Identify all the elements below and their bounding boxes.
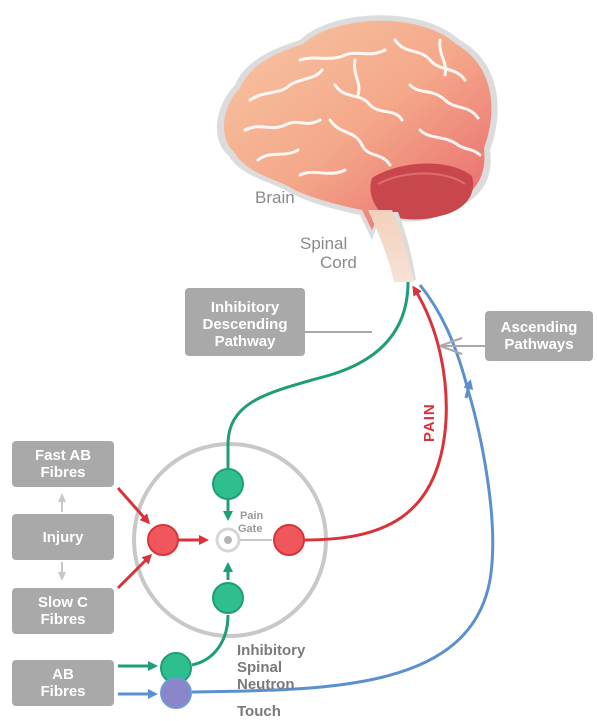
svg-text:Injury: Injury [43,529,84,546]
brain-label: Brain [255,188,295,207]
touch-label: Touch [237,703,281,720]
neuron-label-line1: Inhibitory [237,642,306,659]
svg-text:Pathways: Pathways [504,336,573,353]
fast-ab-fibres-box: Fast AB Fibres [12,441,114,487]
spinal-cord-label-line1: Spinal [300,234,347,253]
pain-input-node [148,525,178,555]
pain-gate-label-line1: Pain [240,510,264,522]
svg-text:Fibres: Fibres [40,683,85,700]
svg-text:AB: AB [52,666,74,683]
svg-text:Inhibitory: Inhibitory [211,299,280,316]
pain-gate-label-line2: Gate [238,523,262,535]
svg-text:Slow C: Slow C [38,594,88,611]
inhibitory-neuron-lower [213,583,243,613]
svg-text:Fast AB: Fast AB [35,447,91,464]
svg-text:Fibres: Fibres [40,611,85,628]
brain-illustration [217,15,498,282]
pain-label: PAIN [421,403,438,442]
ascending-pathways-box: Ascending Pathways [485,311,593,361]
descending-pathway-box: Inhibitory Descending Pathway [185,288,305,356]
neuron-label-line2: Spinal [237,659,282,676]
inhibitory-neuron-upper [213,469,243,499]
spinal-cord-label-line2: Cord [320,253,357,272]
ab-fibre-touch-node [161,678,191,708]
svg-text:Fibres: Fibres [40,464,85,481]
slow-c-fibres-box: Slow C Fibres [12,588,114,634]
ab-fibres-box: AB Fibres [12,660,114,706]
injury-box: Injury [12,514,114,560]
svg-text:Ascending: Ascending [501,319,578,336]
projection-neuron-node [274,525,304,555]
neuron-label-line3: Neutron [237,676,295,693]
svg-text:Pathway: Pathway [215,333,277,350]
svg-text:Descending: Descending [202,316,287,333]
